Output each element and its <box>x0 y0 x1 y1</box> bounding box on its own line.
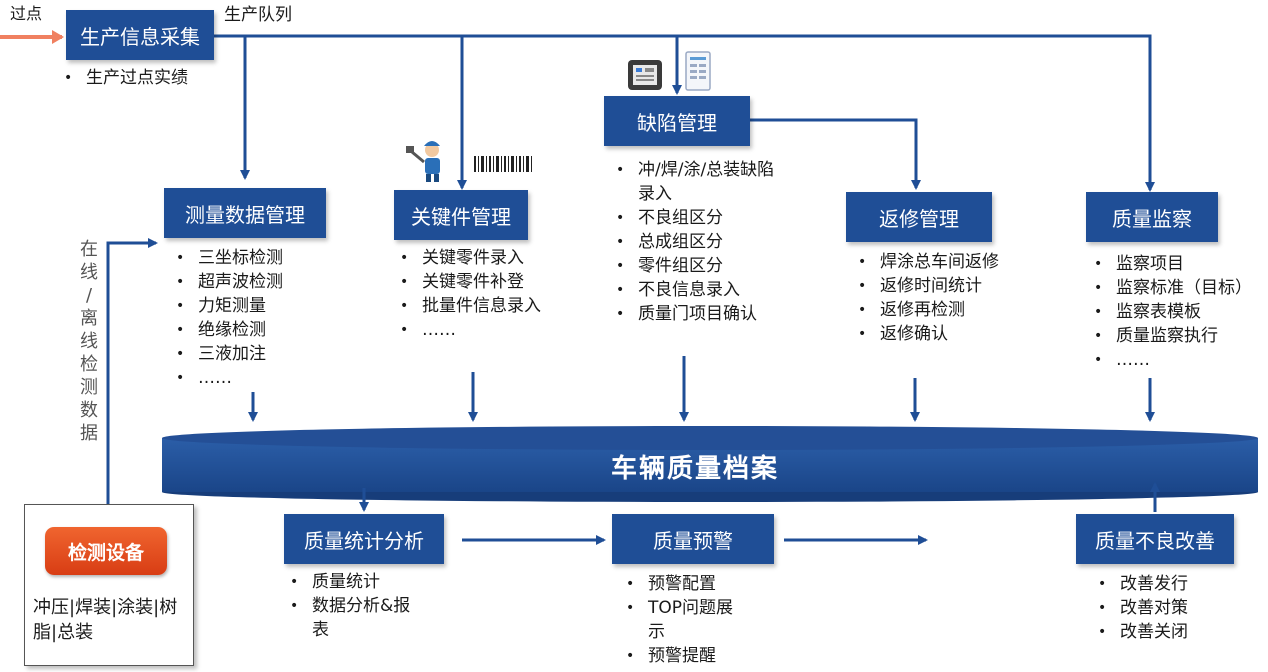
defect-box: 缺陷管理 <box>604 96 750 146</box>
list-item: 监察表模板 <box>1088 300 1252 324</box>
list-item: 力矩测量 <box>170 294 283 318</box>
list-item: 绝缘检测 <box>170 318 283 342</box>
list-item: 质量统计 <box>284 570 410 594</box>
side-char: 线 <box>80 331 98 352</box>
list-item: 预警提醒 <box>620 644 733 668</box>
list-item: 三液加注 <box>170 342 283 366</box>
improve-title: 质量不良改善 <box>1095 528 1215 553</box>
side-char: 线 <box>80 262 98 283</box>
info-collect-list: 生产过点实绩 <box>58 66 188 90</box>
side-char: 在 <box>80 239 98 260</box>
info-collect-box: 生产信息采集 <box>66 10 214 60</box>
inspection-box: 质量监察 <box>1086 192 1218 242</box>
measure-title: 测量数据管理 <box>185 202 305 227</box>
list-item: 焊涂总车间返修 <box>852 250 999 274</box>
list-item: 返修再检测 <box>852 298 999 322</box>
list-item: 三坐标检测 <box>170 246 283 270</box>
worker-icon <box>406 141 440 182</box>
defect-list: 冲/焊/涂/总装缺陷 录入 不良组区分 总成组区分 零件组区分 不良信息录入 质… <box>610 158 774 326</box>
warning-list: 预警配置 TOP问题展 示 预警提醒 <box>620 572 733 668</box>
list-item: 关键零件录入 <box>394 246 541 270</box>
side-char: / <box>85 285 93 306</box>
list-item: 表 <box>284 618 410 642</box>
list-item: 返修时间统计 <box>852 274 999 298</box>
list-item: 示 <box>620 620 733 644</box>
list-item: 总成组区分 <box>610 230 774 254</box>
side-char: 检 <box>80 354 98 375</box>
list-item: 返修确认 <box>852 322 999 346</box>
list-item: 批量件信息录入 <box>394 294 541 318</box>
inspection-list: 监察项目 监察标准（目标） 监察表模板 质量监察执行 …… <box>1088 252 1252 372</box>
equipment-title: 检测设备 <box>45 527 167 575</box>
tablet-icon <box>628 60 662 90</box>
equipment-panel: 检测设备 冲压|焊装|涂装|树脂|总装 <box>24 504 194 666</box>
list-item: 质量监察执行 <box>1088 324 1252 348</box>
key-parts-list: 关键零件录入 关键零件补登 批量件信息录入 …… <box>394 246 541 342</box>
side-char: 离 <box>80 308 98 329</box>
list-item: 超声波检测 <box>170 270 283 294</box>
improve-list: 改善发行 改善对策 改善关闭 <box>1092 572 1188 644</box>
archive-title: 车辆质量档案 <box>610 454 779 484</box>
rework-list: 焊涂总车间返修 返修时间统计 返修再检测 返修确认 <box>852 250 999 346</box>
list-item: …… <box>170 366 283 390</box>
defect-title: 缺陷管理 <box>637 110 717 135</box>
measure-list: 三坐标检测 超声波检测 力矩测量 绝缘检测 三液加注 …… <box>170 246 283 390</box>
list-item: 改善关闭 <box>1092 620 1188 644</box>
list-item: 录入 <box>610 182 774 206</box>
list-item: 改善对策 <box>1092 596 1188 620</box>
list-item-continuation: 录入 <box>638 184 672 204</box>
pass-point-label: 过点 <box>10 4 43 23</box>
list-item: …… <box>1088 348 1252 372</box>
warning-title: 质量预警 <box>653 528 733 553</box>
info-collect-title: 生产信息采集 <box>80 24 200 49</box>
list-item: 零件组区分 <box>610 254 774 278</box>
form-icon <box>685 51 711 91</box>
arrow-equipment-to-measure <box>106 238 158 504</box>
side-char: 数 <box>80 400 98 421</box>
side-char: 据 <box>80 423 98 444</box>
side-label: 在 线 / 离 线 检 测 数 据 <box>78 238 100 445</box>
stats-list: 质量统计 数据分析&报 表 <box>284 570 410 642</box>
stats-title: 质量统计分析 <box>304 528 424 553</box>
list-item: 数据分析&报 <box>284 594 410 618</box>
stats-box: 质量统计分析 <box>284 514 444 564</box>
side-char: 测 <box>80 377 98 398</box>
top-bus-line <box>212 34 1155 192</box>
list-item: 预警配置 <box>620 572 733 596</box>
list-item: 不良信息录入 <box>610 278 774 302</box>
list-item: …… <box>394 318 541 342</box>
measure-box: 测量数据管理 <box>164 188 326 238</box>
barcode-icon <box>474 156 532 172</box>
equipment-desc: 冲压|焊装|涂装|树脂|总装 <box>33 597 178 643</box>
rework-box: 返修管理 <box>846 192 992 242</box>
key-parts-title: 关键件管理 <box>411 204 511 229</box>
list-item: 关键零件补登 <box>394 270 541 294</box>
list-item-continuation: 表 <box>312 620 329 640</box>
archive-cylinder <box>162 426 1258 502</box>
rework-title: 返修管理 <box>879 206 959 231</box>
list-item-continuation: 示 <box>648 622 665 642</box>
list-item: 监察项目 <box>1088 252 1252 276</box>
list-item: 改善发行 <box>1092 572 1188 596</box>
list-item: 冲/焊/涂/总装缺陷 <box>610 158 774 182</box>
list-item: 监察标准（目标） <box>1088 276 1252 300</box>
warning-box: 质量预警 <box>612 514 774 564</box>
list-item: 生产过点实绩 <box>58 66 188 90</box>
list-item: 质量门项目确认 <box>610 302 774 326</box>
production-queue-label: 生产队列 <box>224 5 292 25</box>
key-parts-box: 关键件管理 <box>394 190 528 240</box>
list-item: 不良组区分 <box>610 206 774 230</box>
list-item: TOP问题展 <box>620 596 733 620</box>
arrow-defect-to-rework <box>750 118 921 190</box>
improve-box: 质量不良改善 <box>1076 514 1234 564</box>
inspection-title: 质量监察 <box>1112 206 1192 231</box>
